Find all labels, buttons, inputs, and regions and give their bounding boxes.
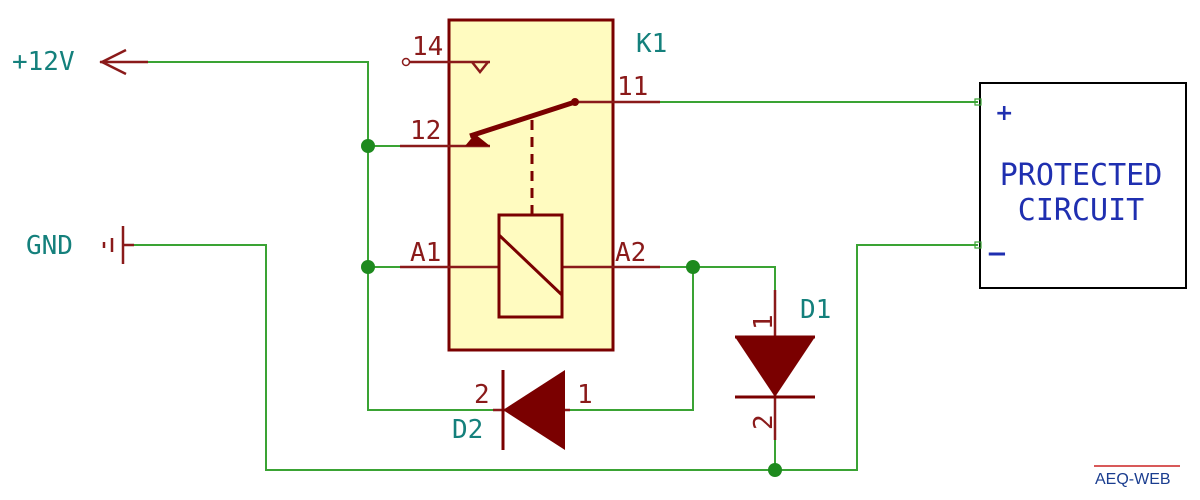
d1-pin1-label: 1 (749, 314, 779, 330)
wire-12v-bus (148, 61, 493, 411)
watermark-text: AEQ-WEB (1095, 471, 1171, 488)
junction-dot (768, 463, 782, 477)
circuit-label-line2: CIRCUIT (1018, 193, 1144, 228)
relay-coil (497, 213, 564, 319)
power-label: +12V (12, 47, 75, 77)
pin-12-label: 12 (410, 116, 441, 146)
d2-label: D2 (452, 415, 483, 445)
d2-pin2-label: 2 (474, 380, 490, 410)
ground-icon (102, 226, 134, 264)
ground-label: GND (26, 231, 73, 261)
circuit-label-line1: PROTECTED (1000, 158, 1163, 193)
junction-dot (361, 139, 375, 153)
pin-11-label: 11 (617, 72, 648, 102)
pin-a2-label: A2 (615, 238, 646, 268)
junction-dot (361, 260, 375, 274)
pin-14-label: 14 (412, 32, 443, 62)
plus-terminal-label: + (995, 101, 1013, 126)
diode-d1 (735, 290, 815, 440)
wire-pinA2-to-d1 (660, 266, 776, 290)
diode-d2 (493, 370, 570, 450)
relay-body (447, 18, 615, 352)
relay-switch-lever (465, 98, 579, 215)
d1-label: D1 (800, 295, 831, 325)
minus-terminal-label: − (986, 239, 1008, 269)
d1-pin2-label: 2 (749, 414, 779, 430)
junction-dot (686, 260, 700, 274)
protected-circuit-box (974, 82, 1187, 289)
power-arrow-icon (99, 48, 148, 76)
wires (134, 61, 978, 471)
relay-label: K1 (636, 29, 667, 59)
pin-a1-label: A1 (410, 238, 441, 268)
wire-gnd-bus (134, 244, 978, 471)
wire-a2-to-d2 (570, 267, 694, 411)
d2-pin1-label: 1 (577, 380, 593, 410)
